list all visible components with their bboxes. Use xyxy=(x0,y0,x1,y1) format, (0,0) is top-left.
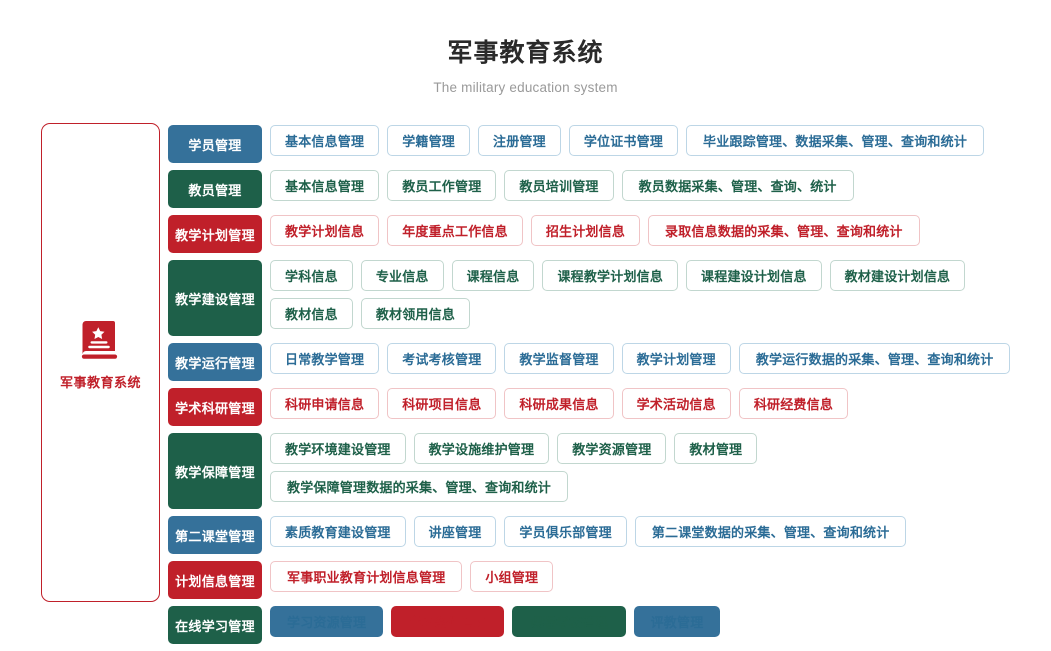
module-chip[interactable]: 科研申请信息 xyxy=(270,388,380,419)
module-chip[interactable]: 小组管理 xyxy=(470,561,554,592)
module-chip[interactable]: 教学环境建设管理 xyxy=(270,433,406,464)
row-label-3[interactable]: 教学建设管理 xyxy=(168,260,262,336)
module-chip[interactable]: 基本信息管理 xyxy=(270,170,380,201)
module-chip[interactable]: 注册管理 xyxy=(478,125,561,156)
module-row: 教学运行管理日常教学管理考试考核管理教学监督管理教学计划管理教学运行数据的采集、… xyxy=(168,343,1051,381)
module-chip[interactable]: 教学资源管理 xyxy=(557,433,667,464)
module-chip[interactable]: 教员工作管理 xyxy=(387,170,497,201)
module-row: 教学建设管理学科信息专业信息课程信息课程教学计划信息课程建设计划信息教材建设计划… xyxy=(168,260,1051,336)
module-chip[interactable]: 基本信息管理 xyxy=(270,125,380,156)
page-subtitle: The military education system xyxy=(433,80,618,95)
row-label-8[interactable]: 计划信息管理 xyxy=(168,561,262,599)
module-chip[interactable]: 年度重点工作信息 xyxy=(387,215,523,246)
module-chip[interactable]: 教材领用信息 xyxy=(360,298,471,329)
module-row: 教学保障管理教学环境建设管理教学设施维护管理教学资源管理教材管理教学保障管理数据… xyxy=(168,433,1051,509)
module-chip[interactable]: 学术活动信息 xyxy=(621,388,731,419)
module-row: 教员管理基本信息管理教员工作管理教员培训管理教员数据采集、管理、查询、统计 xyxy=(168,170,1051,208)
module-chip[interactable]: 教学保障管理数据的采集、管理、查询和统计 xyxy=(270,471,569,502)
row-items: 科研申请信息科研项目信息科研成果信息学术活动信息科研经费信息 xyxy=(270,388,1051,426)
module-chip[interactable]: 教员培训管理 xyxy=(504,170,614,201)
module-chip[interactable]: 第二课堂数据的采集、管理、查询和统计 xyxy=(634,516,907,547)
module-chip[interactable]: 学科信息 xyxy=(270,260,353,291)
module-chip[interactable]: 学习条件管理 xyxy=(391,606,505,637)
row-items: 教学环境建设管理教学设施维护管理教学资源管理教材管理教学保障管理数据的采集、管理… xyxy=(270,433,1051,509)
module-chip[interactable]: 教学监督管理 xyxy=(504,343,614,374)
module-chip[interactable]: 教材管理 xyxy=(674,433,758,464)
brand-inner: 军事教育系统 xyxy=(60,319,141,391)
brand-label: 军事教育系统 xyxy=(59,374,141,390)
module-chip[interactable]: 课程考核管理 xyxy=(512,606,626,637)
module-chip[interactable]: 学员俱乐部管理 xyxy=(504,516,627,547)
main-content: 军事教育系统 学员管理基本信息管理学籍管理注册管理学位证书管理毕业跟踪管理、数据… xyxy=(0,97,1051,651)
row-label-2[interactable]: 教学计划管理 xyxy=(168,215,262,253)
module-chip[interactable]: 科研项目信息 xyxy=(387,388,497,419)
module-chip[interactable]: 教材信息 xyxy=(270,298,353,329)
module-row: 学员管理基本信息管理学籍管理注册管理学位证书管理毕业跟踪管理、数据采集、管理、查… xyxy=(168,125,1051,163)
row-label-9[interactable]: 在线学习管理 xyxy=(168,606,262,644)
module-chip[interactable]: 录取信息数据的采集、管理、查询和统计 xyxy=(648,215,920,246)
row-items: 教学计划信息年度重点工作信息招生计划信息录取信息数据的采集、管理、查询和统计 xyxy=(270,215,1051,253)
module-rows: 学员管理基本信息管理学籍管理注册管理学位证书管理毕业跟踪管理、数据采集、管理、查… xyxy=(168,123,1051,651)
module-chip[interactable]: 学位证书管理 xyxy=(568,125,679,156)
row-label-1[interactable]: 教员管理 xyxy=(168,170,262,208)
row-label-7[interactable]: 第二课堂管理 xyxy=(168,516,262,554)
module-chip[interactable]: 专业信息 xyxy=(360,260,444,291)
row-label-5[interactable]: 学术科研管理 xyxy=(168,388,262,426)
module-chip[interactable]: 课程教学计划信息 xyxy=(542,260,679,291)
module-chip[interactable]: 评教管理 xyxy=(633,606,721,637)
row-label-6[interactable]: 教学保障管理 xyxy=(168,433,262,509)
module-chip[interactable]: 课程信息 xyxy=(451,260,535,291)
module-chip[interactable]: 日常教学管理 xyxy=(270,343,380,374)
module-chip[interactable]: 教学计划信息 xyxy=(270,215,380,246)
row-items: 素质教育建设管理讲座管理学员俱乐部管理第二课堂数据的采集、管理、查询和统计 xyxy=(270,516,1051,554)
module-chip[interactable]: 教学运行数据的采集、管理、查询和统计 xyxy=(738,343,1011,374)
module-chip[interactable]: 讲座管理 xyxy=(413,516,497,547)
module-chip[interactable]: 科研成果信息 xyxy=(504,388,614,419)
row-items: 基本信息管理学籍管理注册管理学位证书管理毕业跟踪管理、数据采集、管理、查询和统计 xyxy=(270,125,1051,163)
page-header: 军事教育系统 The military education system xyxy=(0,0,1051,97)
military-book-icon xyxy=(79,319,121,363)
module-chip[interactable]: 教学设施维护管理 xyxy=(413,433,550,464)
row-label-4[interactable]: 教学运行管理 xyxy=(168,343,262,381)
module-chip[interactable]: 考试考核管理 xyxy=(387,343,497,374)
module-row: 学术科研管理科研申请信息科研项目信息科研成果信息学术活动信息科研经费信息 xyxy=(168,388,1051,426)
row-label-0[interactable]: 学员管理 xyxy=(168,125,262,163)
module-row: 计划信息管理军事职业教育计划信息管理小组管理 xyxy=(168,561,1051,599)
module-chip[interactable]: 学籍管理 xyxy=(387,125,471,156)
module-row: 第二课堂管理素质教育建设管理讲座管理学员俱乐部管理第二课堂数据的采集、管理、查询… xyxy=(168,516,1051,554)
row-items: 军事职业教育计划信息管理小组管理 xyxy=(270,561,1051,599)
module-chip[interactable]: 学习资源管理 xyxy=(270,606,384,637)
module-chip[interactable]: 招生计划信息 xyxy=(530,215,641,246)
module-chip[interactable]: 教员数据采集、管理、查询、统计 xyxy=(621,170,854,201)
module-row: 教学计划管理教学计划信息年度重点工作信息招生计划信息录取信息数据的采集、管理、查… xyxy=(168,215,1051,253)
brand-panel: 军事教育系统 xyxy=(41,123,160,602)
module-chip[interactable]: 科研经费信息 xyxy=(738,388,849,419)
module-chip[interactable]: 素质教育建设管理 xyxy=(270,516,406,547)
module-chip[interactable]: 课程建设计划信息 xyxy=(686,260,822,291)
module-chip[interactable]: 毕业跟踪管理、数据采集、管理、查询和统计 xyxy=(686,125,985,156)
row-items: 学习资源管理学习条件管理课程考核管理评教管理 xyxy=(270,606,1051,644)
page-title: 军事教育系统 xyxy=(447,39,604,67)
row-items: 基本信息管理教员工作管理教员培训管理教员数据采集、管理、查询、统计 xyxy=(270,170,1051,208)
module-chip[interactable]: 教学计划管理 xyxy=(621,343,731,374)
module-row: 在线学习管理学习资源管理学习条件管理课程考核管理评教管理 xyxy=(168,606,1051,644)
row-items: 学科信息专业信息课程信息课程教学计划信息课程建设计划信息教材建设计划信息教材信息… xyxy=(270,260,1051,336)
module-chip[interactable]: 教材建设计划信息 xyxy=(829,260,966,291)
row-items: 日常教学管理考试考核管理教学监督管理教学计划管理教学运行数据的采集、管理、查询和… xyxy=(270,343,1051,381)
module-chip[interactable]: 军事职业教育计划信息管理 xyxy=(270,561,463,592)
